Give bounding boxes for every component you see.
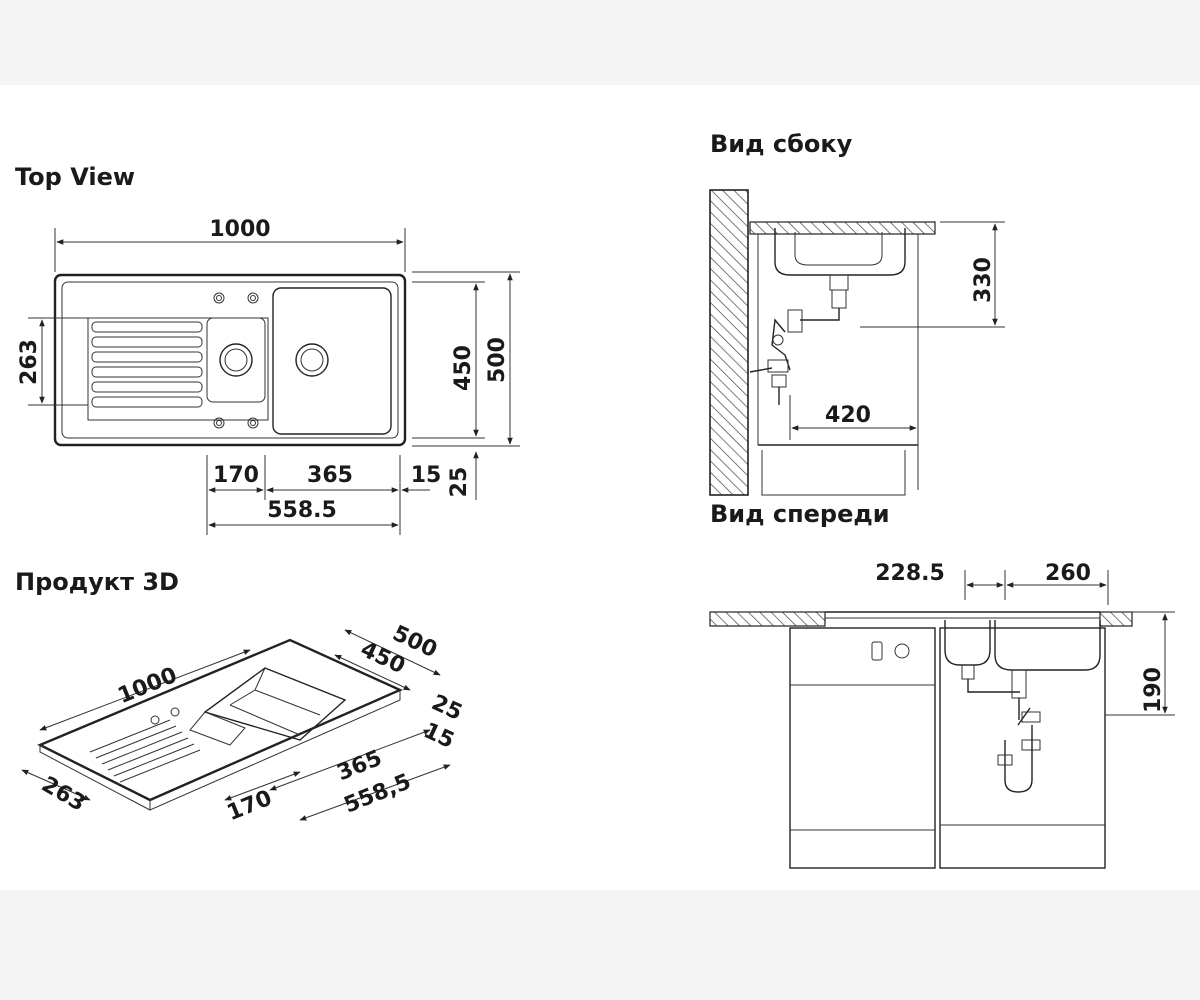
product-3d-view: Продукт 3D 1000 — [15, 568, 466, 826]
paper-area — [0, 85, 1200, 890]
dishwasher — [789, 627, 936, 869]
countertop-front-left — [709, 611, 826, 627]
front-view: Вид спереди — [709, 500, 1175, 869]
dim-overall-depth: 500 — [485, 337, 510, 383]
wall — [709, 189, 749, 496]
front-view-title: Вид спереди — [710, 500, 890, 528]
side-view-title: Вид сбоку — [710, 130, 853, 158]
dim-bowl-depth: 450 — [451, 345, 476, 391]
small-bowl-3d — [189, 711, 246, 746]
drawer-side — [761, 450, 906, 496]
small-bowl — [206, 317, 266, 403]
top-view: Top View — [15, 163, 520, 535]
dim-front-right-offset: 260 — [1045, 561, 1091, 586]
dim-3d-length: 1000 — [114, 663, 180, 709]
dim-drainer-width: 263 — [17, 339, 42, 385]
dim-3d-drainer-width: 263 — [37, 772, 89, 817]
bowl-3d — [203, 667, 347, 741]
dim-bowl-width: 365 — [307, 463, 353, 488]
dim-center-to-edge: 558.5 — [267, 498, 337, 523]
sink-inner-rim — [61, 281, 399, 439]
product-3d-title: Продукт 3D — [15, 568, 179, 596]
dim-overall-length: 1000 — [209, 217, 270, 242]
main-bowl — [272, 287, 392, 435]
dim-drainer-offset: 170 — [213, 463, 259, 488]
siphon-front — [961, 664, 1041, 793]
dim-edge-front: 25 — [447, 467, 472, 498]
main-bowl-drain — [295, 343, 329, 377]
dim-front-height: 190 — [1141, 667, 1166, 713]
small-bowl-front — [944, 620, 991, 666]
tap-holes — [213, 292, 259, 429]
main-bowl-front — [994, 620, 1101, 671]
sink-cabinet — [939, 627, 1106, 869]
drainer-board — [87, 317, 269, 421]
countertop-side — [749, 221, 936, 235]
dishwasher-controls — [871, 641, 910, 661]
dim-side-height: 330 — [971, 257, 996, 303]
dim-3d-drainer-offset: 170 — [224, 786, 276, 826]
side-view: Вид сбоку — [709, 130, 1005, 496]
dim-front-left-offset: 228.5 — [875, 561, 945, 586]
sink-outline — [53, 273, 407, 447]
drainer-ribs — [91, 321, 203, 408]
dim-edge-right: 15 — [411, 463, 442, 488]
drainer-ribs-3d — [89, 719, 201, 783]
top-view-title: Top View — [15, 163, 135, 191]
small-bowl-drain — [219, 343, 253, 377]
dim-side-depth: 420 — [825, 403, 871, 428]
siphon-side — [749, 274, 849, 405]
countertop-front-right — [1099, 611, 1133, 627]
